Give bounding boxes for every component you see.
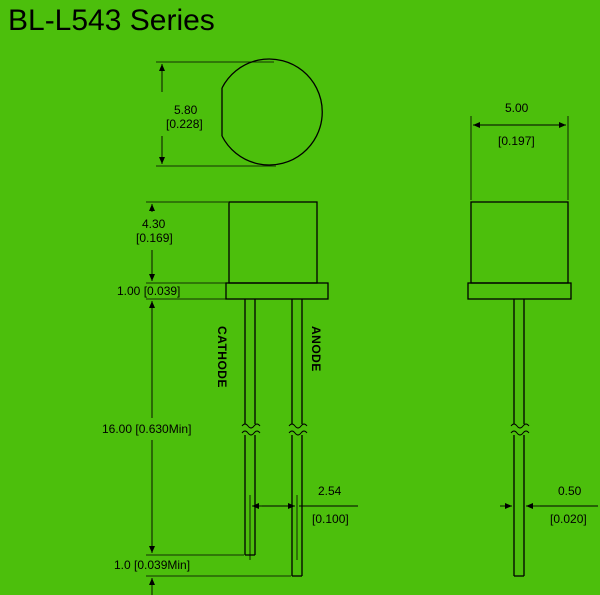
side-flange <box>467 282 572 300</box>
diameter-mm-label: 5.80 <box>174 103 198 117</box>
top-view <box>156 58 323 167</box>
front-view <box>146 201 358 595</box>
lead-spacing-in-label: [0.100] <box>312 512 349 526</box>
break-mark <box>510 423 530 429</box>
lead-offset-label: 1.0 [0.039Min] <box>114 558 191 572</box>
cathode-label: CATHODE <box>215 326 229 388</box>
body-height-in-label: [0.169] <box>136 231 173 245</box>
body-height-mm-label: 4.30 <box>142 217 166 231</box>
side-width-in-label: [0.197] <box>498 134 535 148</box>
diameter-in-label: [0.228] <box>166 117 203 131</box>
lead-dia-mm-label: 0.50 <box>558 484 582 498</box>
lens-outline-top <box>221 58 323 166</box>
led-flange <box>225 282 329 300</box>
led-body <box>228 201 318 284</box>
side-width-mm-label: 5.00 <box>505 101 529 115</box>
drawing-title: BL-L543 Series <box>8 4 215 37</box>
anode-label: ANODE <box>309 326 323 372</box>
flange-label: 1.00 [0.039] <box>117 284 181 298</box>
lead-dia-in-label: [0.020] <box>550 512 587 526</box>
break-mark <box>288 423 308 429</box>
lead-spacing-mm-label: 2.54 <box>318 484 342 498</box>
break-mark <box>241 423 261 429</box>
side-view <box>467 116 598 577</box>
lead-length-label: 16.00 [0.630Min] <box>102 422 192 436</box>
side-body <box>470 201 569 284</box>
